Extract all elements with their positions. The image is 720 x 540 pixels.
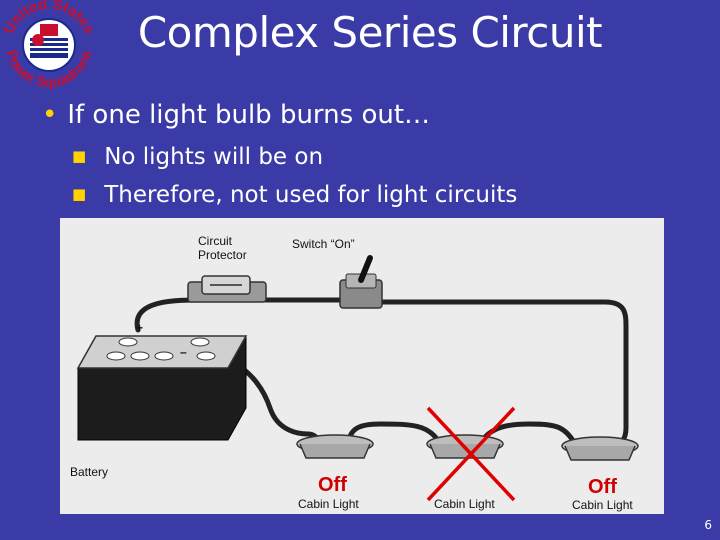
sub-bullet-2: ■ Therefore, not used for light circuits: [72, 182, 517, 208]
battery-label: Battery: [70, 465, 108, 479]
page-number: 6: [704, 518, 712, 532]
cabin-light-label-2: Cabin Light: [434, 497, 495, 511]
battery: + –: [76, 321, 248, 441]
sub-bullet-2-text: Therefore, not used for light circuits: [104, 182, 518, 208]
off-label-1: Off: [318, 474, 347, 496]
sub-bullet-1: ■ No lights will be on: [72, 144, 323, 170]
battery-minus: –: [180, 345, 187, 359]
circuit-protector-label-1: Circuit: [198, 234, 233, 248]
cabin-light-1: [296, 434, 374, 459]
slide-title: Complex Series Circuit: [137, 8, 603, 57]
circuit-diagram: Circuit Protector Switch “On” + – Batter…: [60, 218, 664, 514]
cabin-light-label-3: Cabin Light: [572, 498, 633, 512]
cabin-light-label-1: Cabin Light: [298, 497, 359, 511]
switch: [339, 255, 383, 309]
circuit-protector: [187, 275, 267, 303]
square-bullet-icon: ■: [72, 147, 87, 165]
bullet-main: • If one light bulb burns out…: [42, 100, 430, 130]
off-label-3: Off: [588, 476, 617, 498]
cabin-light-3: [561, 436, 639, 461]
battery-plus: +: [136, 321, 143, 335]
circuit-protector-label-2: Protector: [198, 248, 247, 262]
bullet-dot-icon: •: [42, 100, 58, 130]
square-bullet-icon: ■: [72, 185, 87, 203]
usps-logo: United States Power Squadrons: [0, 0, 97, 90]
sub-bullet-1-text: No lights will be on: [104, 144, 324, 170]
bullet-main-text: If one light bulb burns out…: [67, 100, 431, 130]
burned-out-cross-icon: [426, 406, 516, 502]
switch-label: Switch “On”: [292, 237, 355, 251]
